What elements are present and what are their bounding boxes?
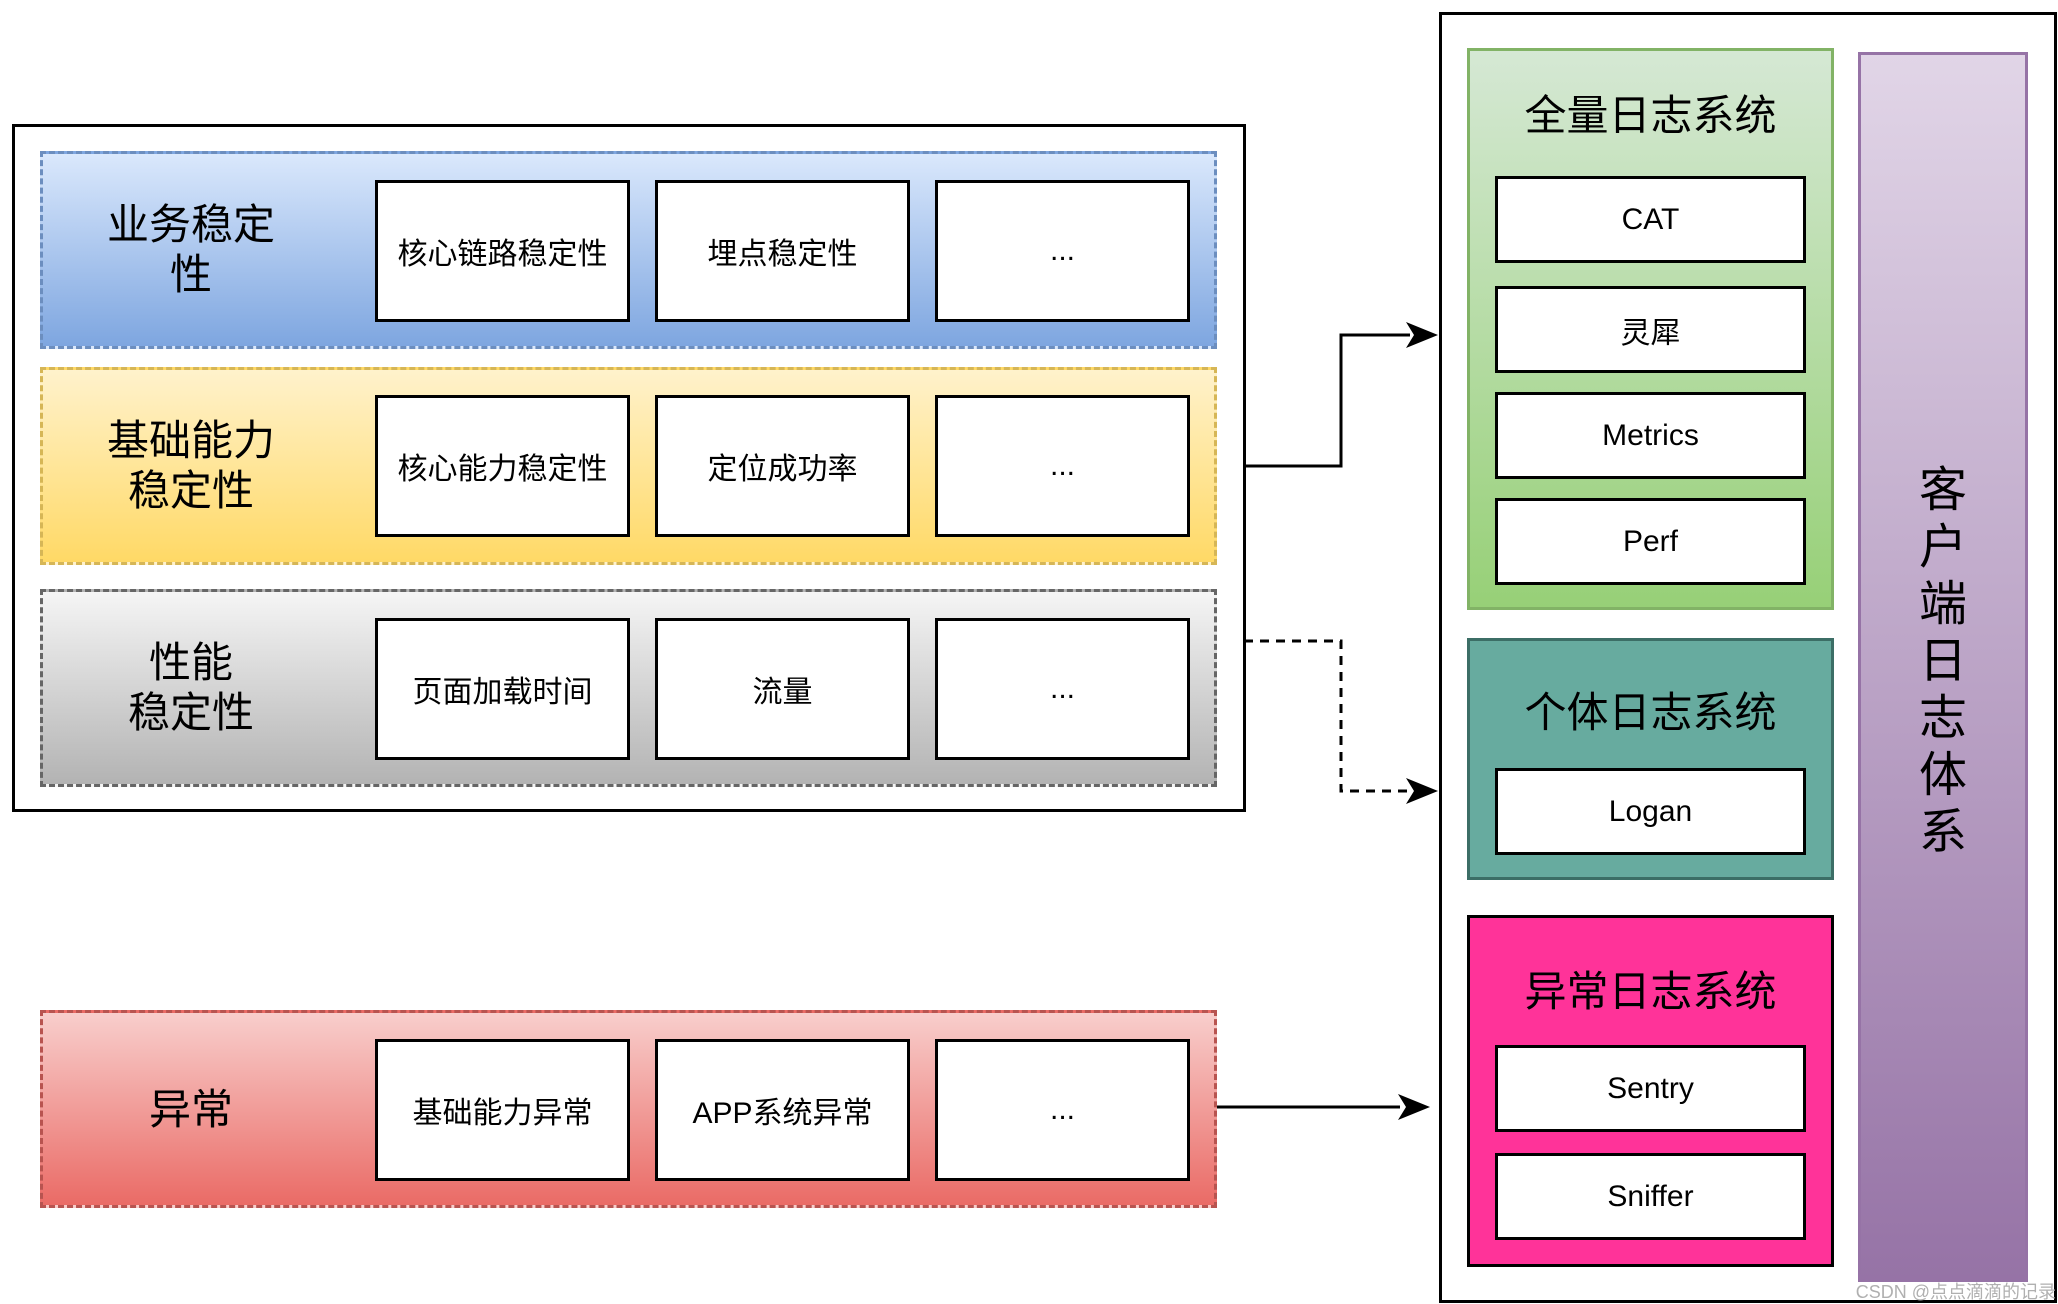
client-label-char-2: 户 <box>1918 521 1967 574</box>
item-basic-capability-exception: 基础能力异常 <box>375 1039 630 1181</box>
arrowhead-exception <box>1398 1094 1430 1120</box>
item-exception-more: ... <box>935 1039 1190 1181</box>
item-capability-more: ... <box>935 395 1190 537</box>
item-page-load-time: 页面加载时间 <box>375 618 630 760</box>
log-item-sniffer: Sniffer <box>1495 1153 1806 1240</box>
exception-log-system-title: 异常日志系统 <box>1524 967 1777 1015</box>
client-label-char-7: 系 <box>1918 806 1967 859</box>
business-stability-label: 业务稳定 性 <box>80 194 302 306</box>
log-item-metrics: Metrics <box>1495 392 1806 479</box>
item-tracking-stability: 埋点稳定性 <box>655 180 910 322</box>
client-label-char-6: 体 <box>1918 749 1967 802</box>
arrow-performance-to-client <box>1244 639 1410 793</box>
client-label-char-5: 志 <box>1918 692 1967 745</box>
item-core-capability-stability: 核心能力稳定性 <box>375 395 630 537</box>
item-business-more: ... <box>935 180 1190 322</box>
item-location-success-rate: 定位成功率 <box>655 395 910 537</box>
arrow-stability-to-client <box>1244 333 1410 468</box>
log-item-perf: Perf <box>1495 498 1806 585</box>
arrowhead-performance <box>1406 778 1438 804</box>
performance-label-line2: 稳定性 <box>127 689 254 736</box>
watermark: CSDN @点点滴滴的记录 <box>1855 1282 2056 1302</box>
business-stability-label-line1: 业务稳定 <box>106 201 275 248</box>
arrowhead-stability <box>1406 322 1438 348</box>
exception-label: 异常 <box>148 1086 233 1133</box>
client-label-char-3: 端 <box>1918 578 1967 631</box>
client-label-char-1: 客 <box>1918 464 1967 517</box>
item-traffic: 流量 <box>655 618 910 760</box>
client-label-char-4: 日 <box>1918 635 1967 688</box>
log-item-lingxi: 灵犀 <box>1495 286 1806 373</box>
basic-capability-label-line2: 稳定性 <box>127 467 254 514</box>
basic-capability-label-line1: 基础能力 <box>106 417 275 464</box>
business-stability-label-line2: 性 <box>169 251 212 298</box>
item-performance-more: ... <box>935 618 1190 760</box>
client-log-system-column <box>1858 52 2028 1282</box>
performance-label-line1: 性能 <box>148 639 233 686</box>
individual-log-system-title: 个体日志系统 <box>1524 688 1777 736</box>
log-item-cat: CAT <box>1495 176 1806 263</box>
client-log-system-label: 客 户 端 日 志 体 系 <box>1858 462 2028 872</box>
log-item-sentry: Sentry <box>1495 1045 1806 1132</box>
log-item-logan: Logan <box>1495 768 1806 855</box>
performance-label: 性能 稳定性 <box>80 632 302 744</box>
full-log-system-title: 全量日志系统 <box>1524 91 1777 139</box>
item-core-chain-stability: 核心链路稳定性 <box>375 180 630 322</box>
basic-capability-label: 基础能力 稳定性 <box>80 410 302 522</box>
item-app-system-exception: APP系统异常 <box>655 1039 910 1181</box>
